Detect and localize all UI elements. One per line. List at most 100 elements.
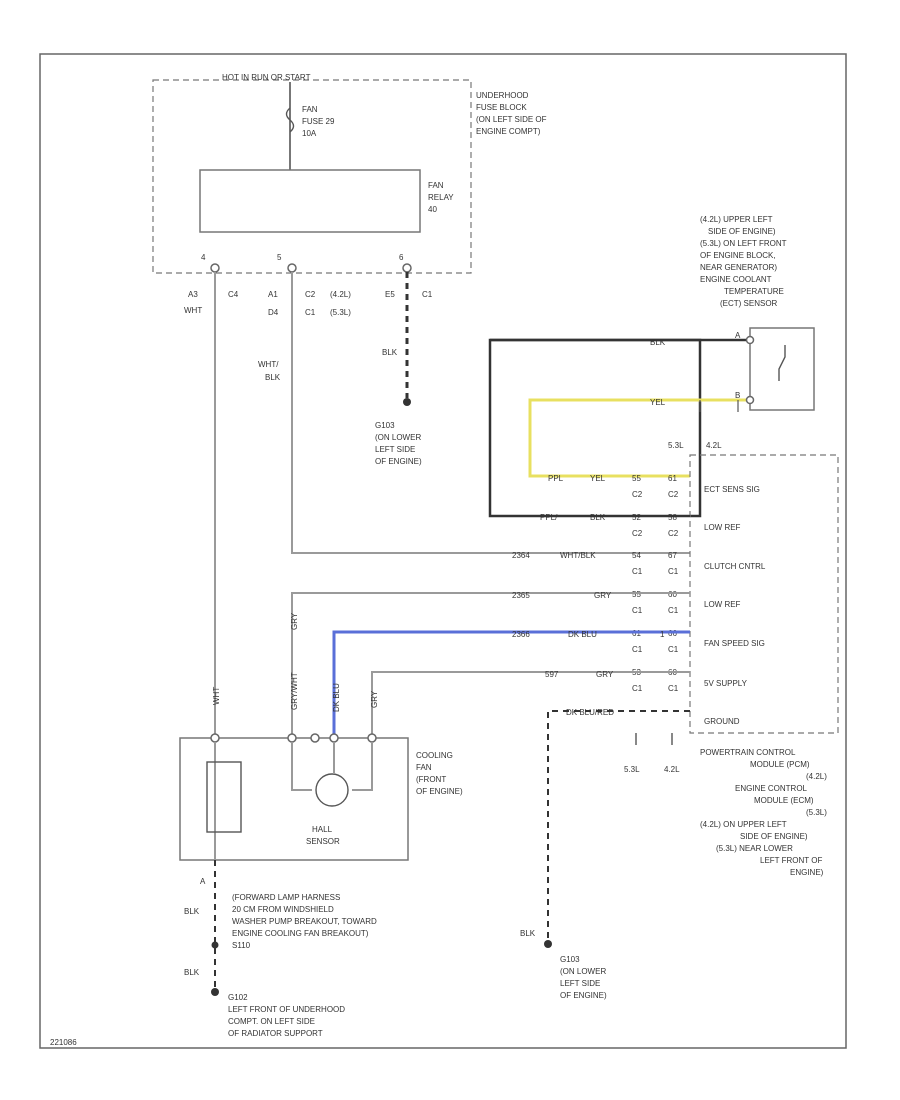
svg-text:HALL: HALL	[312, 825, 333, 834]
svg-text:MODULE (PCM): MODULE (PCM)	[750, 760, 810, 769]
fuse-block-location: UNDERHOOD FUSE BLOCK (ON LEFT SIDE OF EN…	[476, 91, 547, 136]
wire-label-blk2: BLK	[590, 513, 606, 522]
fuse-symbol	[285, 107, 295, 133]
svg-text:UNDERHOOD: UNDERHOOD	[476, 91, 529, 100]
svg-text:(ON LEFT SIDE OF: (ON LEFT SIDE OF	[476, 115, 547, 124]
ect-pin-a-label: A	[735, 331, 741, 340]
pcm-sig-5v: 5V SUPPLY	[704, 679, 748, 688]
ect-label: (4.2L) UPPER LEFT SIDE OF ENGINE) (5.3L)…	[700, 215, 787, 308]
wire-gry-5v	[371, 671, 690, 735]
svg-text:ENGINE): ENGINE)	[790, 868, 824, 877]
svg-text:C1: C1	[668, 567, 679, 576]
svg-text:NEAR GENERATOR): NEAR GENERATOR)	[700, 263, 777, 272]
conn-c2: C2	[305, 290, 316, 299]
svg-text:FAN: FAN	[416, 763, 432, 772]
svg-text:OF ENGINE): OF ENGINE)	[375, 457, 422, 466]
wire-label-ppl2: PPL/	[540, 513, 558, 522]
fan-pin-5	[367, 733, 377, 743]
svg-text:ENGINE CONTROL: ENGINE CONTROL	[735, 784, 808, 793]
ect-thermistor-icon	[778, 345, 786, 381]
vlabel-wht: WHT	[212, 687, 221, 705]
pcm-sig-ground: GROUND	[704, 717, 740, 726]
svg-text:61: 61	[668, 474, 677, 483]
pcm-col-53: 5.3L	[668, 441, 684, 450]
vlabel-dk-blu: DK BLU	[332, 683, 341, 712]
svg-text:SIDE OF ENGINE): SIDE OF ENGINE)	[708, 227, 776, 236]
wire-label-blk-right: BLK	[520, 929, 536, 938]
svg-text:(4.2L) ON UPPER LEFT: (4.2L) ON UPPER LEFT	[700, 820, 787, 829]
svg-text:C1: C1	[632, 684, 643, 693]
svg-text:OF RADIATOR SUPPORT: OF RADIATOR SUPPORT	[228, 1029, 323, 1038]
wire-label-2365: 2365	[512, 591, 530, 600]
svg-text:55: 55	[632, 590, 641, 599]
pcm-col-42: 4.2L	[706, 441, 722, 450]
svg-text:G103: G103	[375, 421, 395, 430]
diagram-border	[39, 53, 847, 1049]
relay-label-2: RELAY	[428, 193, 454, 202]
svg-text:C1: C1	[632, 606, 643, 615]
svg-text:LEFT FRONT OF: LEFT FRONT OF	[760, 856, 822, 865]
svg-text:C1: C1	[668, 645, 679, 654]
wire-label-blk-top: BLK	[650, 338, 666, 347]
wire-label-wht-blk-1: WHT/	[258, 360, 279, 369]
harness-pin-a: A	[200, 877, 206, 886]
fan-pin-2	[287, 733, 297, 743]
wire-label-597: 597	[545, 670, 559, 679]
wire-label-wht-blk-2: BLK	[265, 373, 281, 382]
svg-text:(ECT) SENSOR: (ECT) SENSOR	[720, 299, 778, 308]
svg-text:(5.3L): (5.3L)	[806, 808, 827, 817]
svg-text:C1: C1	[632, 645, 643, 654]
conn-e5: E5	[385, 290, 395, 299]
svg-text:TEMPERATURE: TEMPERATURE	[724, 287, 784, 296]
splice-s110	[211, 941, 219, 949]
svg-text:OF ENGINE BLOCK,: OF ENGINE BLOCK,	[700, 251, 776, 260]
conn-c1: C1	[305, 308, 316, 317]
pcm-sig-ect: ECT SENS SIG	[704, 485, 760, 494]
fan-pin-4	[329, 733, 339, 743]
hall-wire-1	[291, 742, 312, 791]
svg-text:67: 67	[668, 551, 677, 560]
svg-text:C1: C1	[668, 606, 679, 615]
svg-text:(FORWARD LAMP HARNESS: (FORWARD LAMP HARNESS	[232, 893, 340, 902]
vlabel-gry-wht: GRY/WHT	[290, 672, 299, 710]
wire-label-gry: GRY	[594, 591, 612, 600]
svg-text:(5.3L) NEAR LOWER: (5.3L) NEAR LOWER	[716, 844, 793, 853]
svg-text:54: 54	[632, 551, 641, 560]
wire-label-blk: BLK	[382, 348, 398, 357]
svg-text:(4.2L): (4.2L)	[806, 772, 827, 781]
conn-a1: A1	[268, 290, 278, 299]
wire-label-wht-blk2: WHT/BLK	[560, 551, 596, 560]
wire-label-blk-bottom2: BLK	[184, 968, 200, 977]
svg-text:C2: C2	[632, 529, 643, 538]
pcm-signal-labels: ECT SENS SIG LOW REF CLUTCH CNTRL LOW RE…	[704, 485, 766, 726]
fuse-number: FUSE 29	[302, 117, 335, 126]
wire-label-dk-blu: DK BLU	[568, 630, 597, 639]
pcm-title: POWERTRAIN CONTROL MODULE (PCM) (4.2L) E…	[700, 748, 827, 877]
ground-g103b-dot	[544, 940, 552, 948]
svg-text:(FRONT: (FRONT	[416, 775, 446, 784]
pcm-sig-clutch: CLUTCH CNTRL	[704, 562, 766, 571]
wire-label-2366: 2366	[512, 630, 530, 639]
cooling-fan-label: COOLING FAN (FRONT OF ENGINE)	[416, 751, 463, 796]
svg-text:LEFT SIDE: LEFT SIDE	[560, 979, 600, 988]
pcm-sig-fan-speed: FAN SPEED SIG	[704, 639, 765, 648]
svg-text:G103: G103	[560, 955, 580, 964]
ground-g103b-label: G103 (ON LOWER LEFT SIDE OF ENGINE)	[560, 955, 607, 1000]
hall-wire-2	[352, 742, 373, 791]
svg-text:ENGINE COOLING FAN BREAKOUT): ENGINE COOLING FAN BREAKOUT)	[232, 929, 369, 938]
svg-text:OF ENGINE): OF ENGINE)	[416, 787, 463, 796]
ground-g103-dot	[403, 398, 411, 406]
wire-wht-blk	[291, 272, 690, 554]
fuse-name: FAN	[302, 105, 318, 114]
relay-pin-5: 5	[277, 253, 282, 262]
svg-text:52: 52	[632, 513, 641, 522]
svg-text:POWERTRAIN CONTROL: POWERTRAIN CONTROL	[700, 748, 796, 757]
svg-text:55: 55	[632, 474, 641, 483]
ground-g103-label: G103 (ON LOWER LEFT SIDE OF ENGINE)	[375, 421, 422, 466]
svg-text:(5.3L) ON LEFT FRONT: (5.3L) ON LEFT FRONT	[700, 239, 787, 248]
ect-pin-a	[745, 335, 755, 345]
pcm-bottom-42: 4.2L	[664, 765, 680, 774]
wire-label-blk-bottom1: BLK	[184, 907, 200, 916]
relay-pin-circle-6	[402, 263, 412, 273]
svg-text:C1: C1	[632, 567, 643, 576]
